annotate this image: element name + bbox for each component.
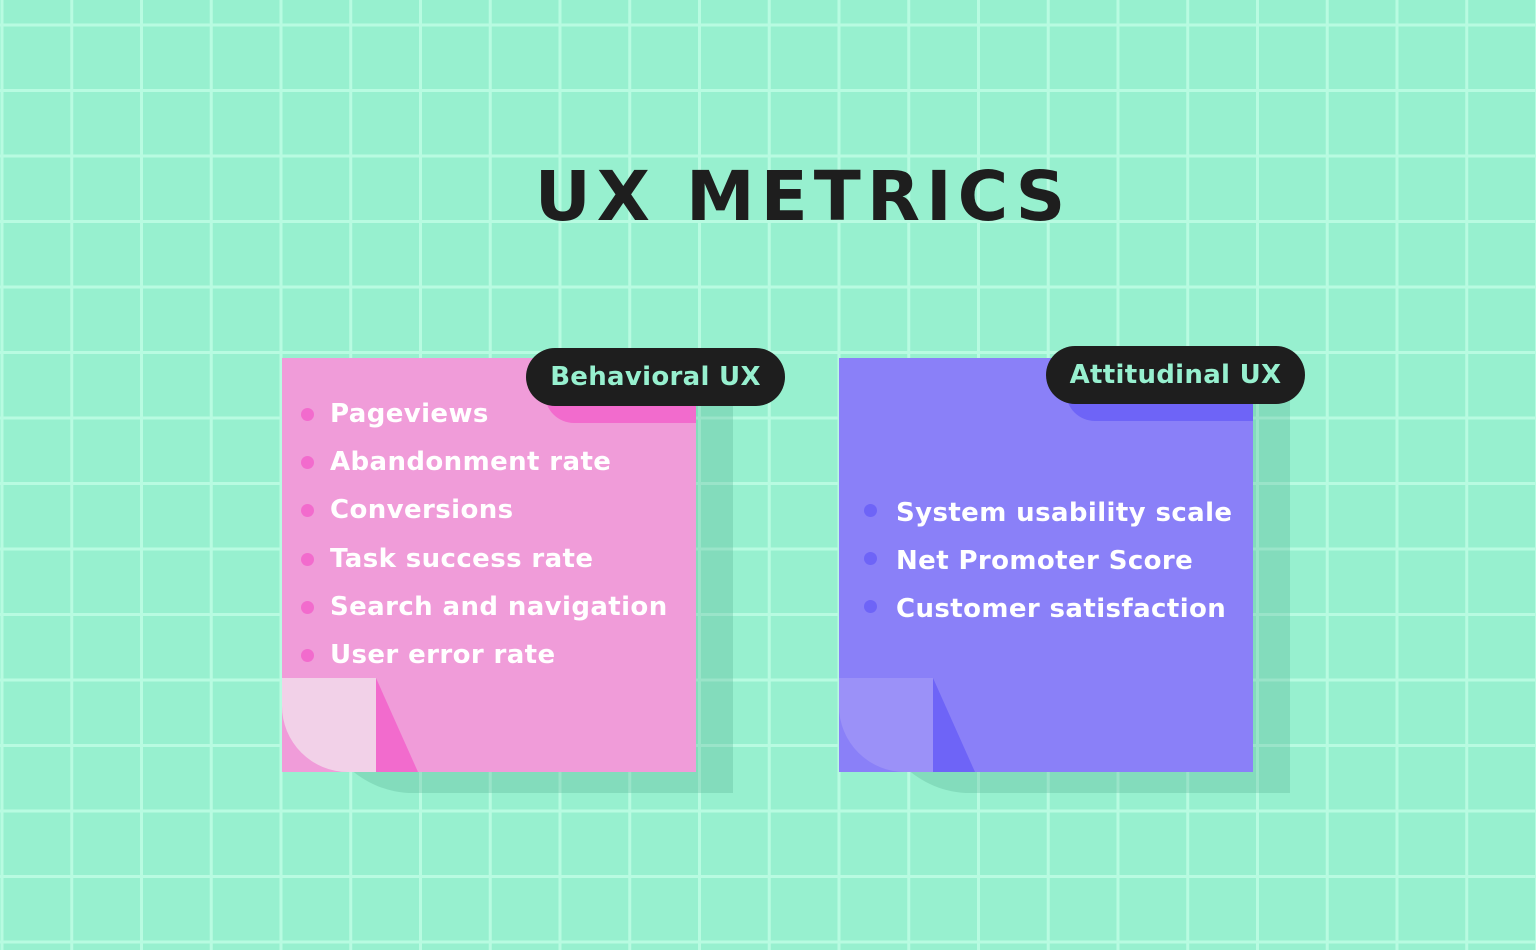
curled-corner-icon xyxy=(839,678,933,772)
list-item: System usability scale xyxy=(864,489,1233,537)
list-item: Conversions xyxy=(301,486,668,534)
list-item: Task success rate xyxy=(301,535,668,583)
bullet-dot-icon xyxy=(301,504,314,518)
bullet-dot-icon xyxy=(301,456,314,470)
corner-fold-icon xyxy=(933,678,975,772)
bullet-dot-icon xyxy=(301,600,314,614)
list-item-label: Search and navigation xyxy=(330,591,668,622)
list-item-label: User error rate xyxy=(330,639,556,670)
corner-fold-icon xyxy=(376,678,418,772)
list-item-label: Customer satisfaction xyxy=(896,594,1227,625)
list-item-label: System usability scale xyxy=(896,498,1233,528)
bullet-dot-icon xyxy=(864,600,877,614)
list-item: Customer satisfaction xyxy=(864,585,1232,633)
list-item: Abandonment rate xyxy=(301,438,668,486)
list-item-label: Net Promoter Score xyxy=(896,546,1194,577)
behavioral-ux-label: Behavioral UX xyxy=(526,348,785,406)
behavioral-metrics-list: Pageviews Abandonment rate Conversions T… xyxy=(301,390,668,679)
list-item: Net Promoter Score xyxy=(864,537,1232,585)
behavioral-ux-card xyxy=(282,358,696,772)
bullet-dot-icon xyxy=(301,552,314,566)
list-item: Pageviews xyxy=(301,390,668,438)
bullet-dot-icon xyxy=(864,504,877,517)
bullet-dot-icon xyxy=(864,552,877,566)
bullet-dot-icon xyxy=(301,648,314,662)
list-item-label: Abandonment rate xyxy=(330,447,612,478)
bullet-dot-icon xyxy=(301,408,314,421)
list-item-label: Conversions xyxy=(330,495,514,526)
list-item-label: Pageviews xyxy=(330,399,489,429)
list-item: User error rate xyxy=(301,631,668,679)
page-title: UX METRICS xyxy=(534,157,1072,237)
attitudinal-metrics-list: System usability scale Net Promoter Scor… xyxy=(864,489,1233,634)
attitudinal-ux-label: Attitudinal UX xyxy=(1046,346,1305,404)
curled-corner-icon xyxy=(282,678,376,772)
list-item-label: Task success rate xyxy=(330,543,594,574)
list-item: Search and navigation xyxy=(301,583,668,631)
